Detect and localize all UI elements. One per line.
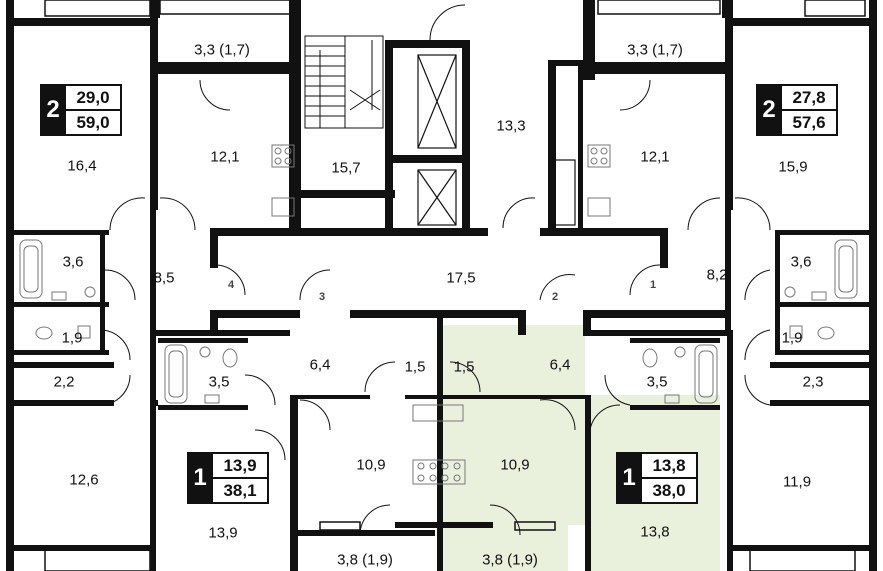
total-area: 57,6 — [792, 112, 826, 132]
room-label: 3,6 — [62, 253, 84, 271]
room-label: 1,9 — [61, 329, 83, 347]
total-area: 38,1 — [223, 480, 257, 500]
living-area: 27,8 — [782, 86, 836, 111]
room-label: 10,9 — [500, 456, 530, 474]
room-label: 3,8 (1,9) — [337, 551, 393, 569]
room-count: 1 — [187, 452, 213, 504]
room-label: 3,5 — [646, 373, 668, 391]
room-label: 1,5 — [453, 358, 475, 376]
door-number: 4 — [227, 279, 235, 291]
door-number: 1 — [649, 279, 657, 291]
room-label: 1,5 — [404, 358, 426, 376]
room-label: 3,3 (1,7) — [194, 41, 250, 59]
room-label: 6,4 — [549, 356, 571, 374]
door-number: 3 — [318, 291, 326, 303]
room-label: 11,9 — [782, 473, 812, 491]
room-label: 3,5 — [208, 373, 230, 391]
room-label: 16,4 — [67, 157, 97, 175]
area-box: 13,8 38,0 — [642, 452, 698, 504]
living-area: 13,8 — [642, 454, 696, 479]
room-label: 3,8 (1,9) — [482, 551, 538, 569]
staircase — [304, 35, 384, 129]
room-label: 10,9 — [356, 456, 386, 474]
room-label: 1,9 — [781, 329, 803, 347]
area-box: 27,8 57,6 — [782, 84, 838, 136]
bathroom-fixtures — [19, 144, 858, 485]
room-label: 3,3 (1,7) — [627, 41, 683, 59]
room-label: 13,3 — [496, 117, 526, 135]
room-label: 15,9 — [778, 158, 808, 176]
apartment-badge: 1 13,8 38,0 — [616, 452, 698, 504]
living-area: 29,0 — [66, 86, 120, 111]
room-label: 12,1 — [210, 148, 240, 166]
room-label: 8,2 — [706, 266, 728, 284]
door-number: 2 — [551, 291, 559, 303]
room-label: 17,5 — [446, 269, 476, 287]
room-count: 1 — [616, 452, 642, 504]
room-label: 12,1 — [640, 148, 670, 166]
elevator-shafts — [417, 54, 576, 226]
apartment-badge: 2 29,0 59,0 — [40, 84, 122, 136]
apartment-badge: 2 27,8 57,6 — [756, 84, 838, 136]
room-label: 6,4 — [309, 356, 331, 374]
room-label: 13,9 — [208, 524, 238, 542]
door-swings — [99, 4, 771, 536]
highlighted-apartment — [440, 325, 720, 571]
room-label: 13,8 — [640, 523, 670, 541]
room-label: 8,5 — [153, 269, 175, 287]
area-box: 29,0 59,0 — [66, 84, 122, 136]
total-area: 38,0 — [652, 480, 686, 500]
room-count: 2 — [40, 84, 66, 136]
room-label: 2,2 — [53, 373, 75, 391]
living-area: 13,9 — [213, 454, 267, 479]
room-label: 2,3 — [802, 373, 824, 391]
room-label: 3,6 — [790, 253, 812, 271]
area-box: 13,9 38,1 — [213, 452, 269, 504]
apartment-badge: 1 13,9 38,1 — [187, 452, 269, 504]
room-label: 15,7 — [331, 159, 361, 177]
total-area: 59,0 — [76, 112, 110, 132]
walls — [6, 0, 877, 571]
room-label: 12,6 — [69, 471, 99, 489]
room-count: 2 — [756, 84, 782, 136]
